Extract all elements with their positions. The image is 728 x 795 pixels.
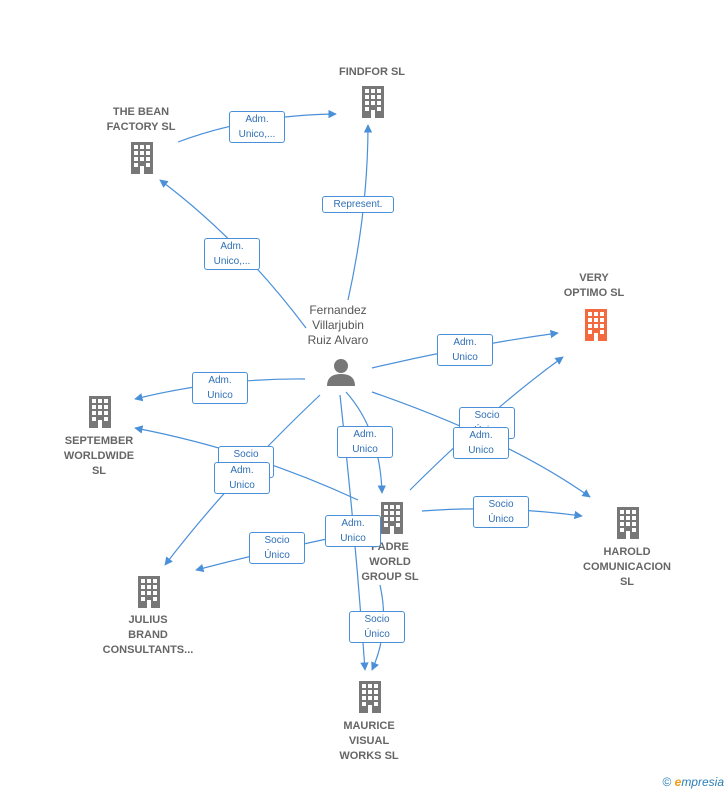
building-icon[interactable] bbox=[362, 86, 384, 118]
edge-label-padre-maurice[interactable]: Socio Único bbox=[349, 611, 405, 643]
company-september[interactable]: SEPTEMBER WORLDWIDE SL bbox=[39, 434, 159, 479]
building-icon[interactable] bbox=[138, 576, 160, 608]
edge-label-person-very[interactable]: Adm. Unico bbox=[437, 334, 493, 366]
company-name: VERY OPTIMO SL bbox=[563, 272, 625, 299]
company-bean[interactable]: THE BEAN FACTORY SL bbox=[81, 105, 201, 135]
brand-name: mpresia bbox=[681, 775, 724, 789]
company-name: MAURICE VISUAL WORKS SL bbox=[339, 720, 399, 762]
building-icon[interactable] bbox=[359, 681, 381, 713]
company-harold[interactable]: HAROLD COMUNICACION SL bbox=[567, 545, 687, 590]
person-icon bbox=[327, 359, 355, 386]
edge-label-person-maurice[interactable]: Adm. Unico bbox=[325, 515, 381, 547]
icons bbox=[89, 86, 639, 713]
edge-label-person-findfor[interactable]: Represent. bbox=[322, 195, 394, 213]
company-name: THE BEAN FACTORY SL bbox=[106, 106, 176, 133]
copyright-icon: © bbox=[662, 775, 672, 789]
building-icon[interactable] bbox=[89, 396, 111, 428]
brand-logo-letter: e bbox=[674, 775, 682, 789]
edge-label-padre-julius[interactable]: Socio Único bbox=[249, 532, 305, 564]
footer-brand: © empresia bbox=[662, 775, 724, 789]
edge-person-findfor bbox=[347, 124, 373, 301]
building-icon[interactable] bbox=[617, 507, 639, 539]
edge-label-padre-harold[interactable]: Socio Único bbox=[473, 496, 529, 528]
person-name[interactable]: Fernandez Villarjubin Ruiz Alvaro bbox=[307, 303, 369, 347]
company-very[interactable]: VERY OPTIMO SL bbox=[534, 271, 654, 301]
edge-label-person-bean[interactable]: Adm. Unico,... bbox=[204, 238, 260, 270]
company-maurice[interactable]: MAURICE VISUAL WORKS SL bbox=[309, 719, 429, 764]
edge-label-person-padre[interactable]: Adm. Unico bbox=[337, 426, 393, 458]
building-icon[interactable] bbox=[585, 309, 607, 341]
company-findfor[interactable]: FINDFOR SL bbox=[312, 65, 432, 80]
edge-label-person-harold[interactable]: Adm. Unico bbox=[453, 427, 509, 459]
edge-label-person-september[interactable]: Adm. Unico bbox=[192, 372, 248, 404]
edge-label-bean-findfor[interactable]: Adm. Unico,... bbox=[229, 111, 285, 143]
company-name: HAROLD COMUNICACION SL bbox=[583, 546, 671, 588]
company-name: SEPTEMBER WORLDWIDE SL bbox=[63, 435, 135, 477]
edge-label-person-julius[interactable]: Adm. Unico bbox=[214, 462, 270, 494]
company-julius[interactable]: JULIUS BRAND CONSULTANTS... bbox=[88, 613, 208, 658]
building-icon[interactable] bbox=[131, 142, 153, 174]
company-name: JULIUS BRAND CONSULTANTS... bbox=[102, 614, 194, 656]
building-icon[interactable] bbox=[381, 502, 403, 534]
company-name: FINDFOR SL bbox=[339, 66, 405, 78]
